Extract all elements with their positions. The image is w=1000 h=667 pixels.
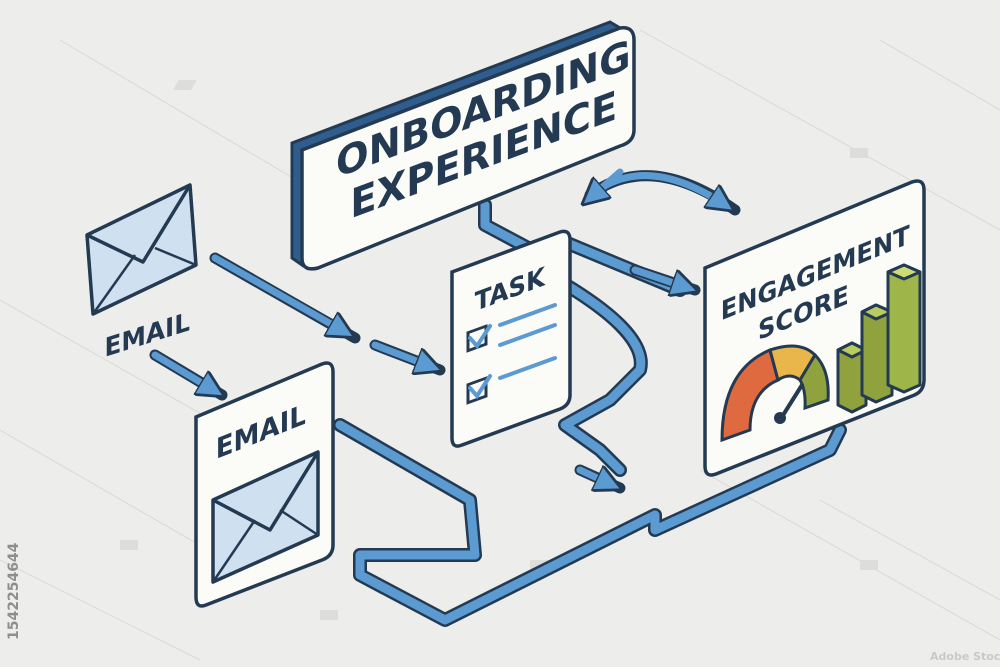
email-label-left: EMAIL xyxy=(105,307,190,364)
onboarding-sign: ONBOARDING EXPERIENCE xyxy=(290,20,636,271)
task-card: TASK xyxy=(450,229,572,448)
engagement-score-card: ENGAGEMENT SCORE xyxy=(703,179,926,477)
gauge-icon xyxy=(720,344,830,443)
bar-chart-icon xyxy=(836,263,922,414)
flow-arrows xyxy=(149,168,741,494)
watermark-brand: Adobe Stock xyxy=(930,650,1000,663)
background-squares xyxy=(120,80,878,620)
envelope-icon xyxy=(85,183,198,316)
watermark: 1542254644 Adobe Stock xyxy=(6,542,1000,663)
background-grid xyxy=(0,29,1000,661)
checkbox-checked-icon xyxy=(466,376,488,405)
envelope-icon xyxy=(211,450,320,584)
checklist xyxy=(466,303,557,405)
flow-lines xyxy=(333,198,847,627)
left-email: EMAIL xyxy=(85,183,198,364)
watermark-id: 1542254644 xyxy=(6,542,22,640)
email-card: EMAIL xyxy=(194,361,335,608)
